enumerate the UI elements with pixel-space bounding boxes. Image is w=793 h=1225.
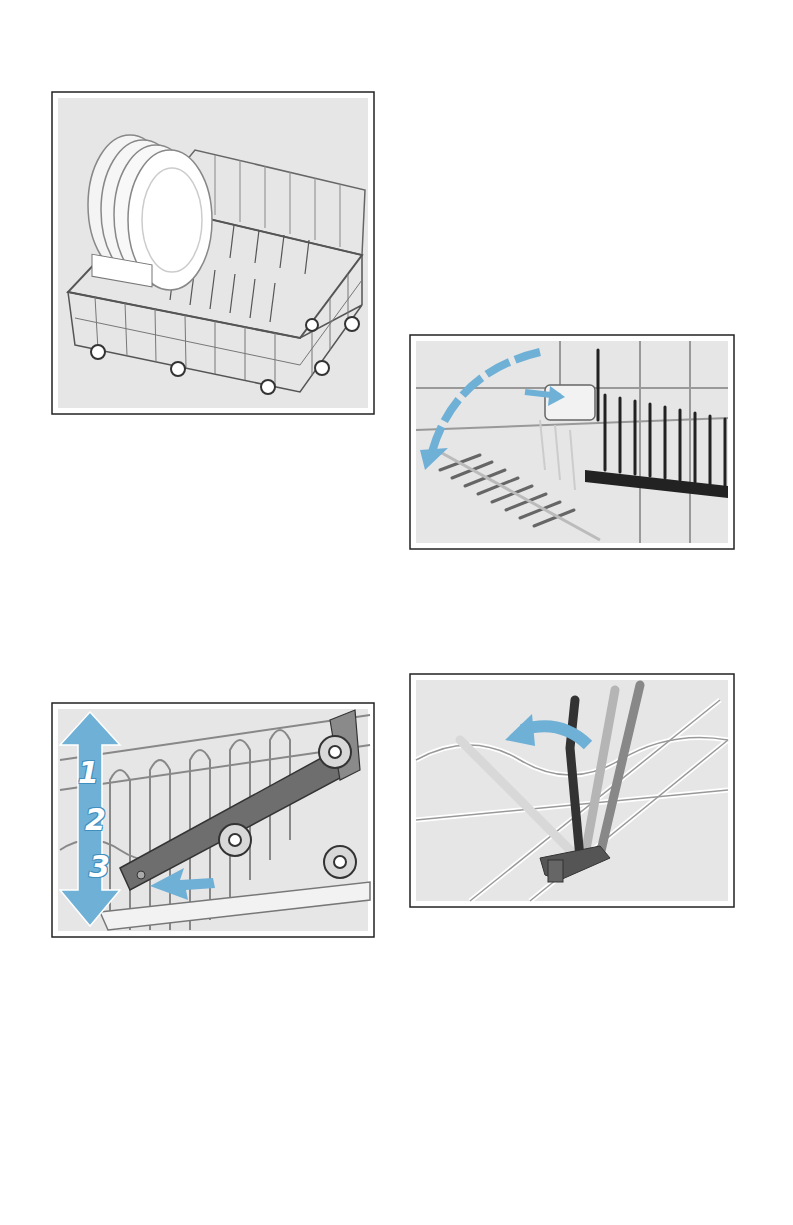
callout-number: 2 bbox=[85, 805, 106, 835]
rack-height-adjuster bbox=[52, 703, 374, 937]
rotating-tine bbox=[410, 674, 734, 907]
folding-tines bbox=[410, 335, 734, 549]
callout-number: 3 bbox=[89, 852, 110, 882]
callout-number: 1 bbox=[78, 758, 99, 788]
basket-with-plates bbox=[52, 92, 374, 414]
